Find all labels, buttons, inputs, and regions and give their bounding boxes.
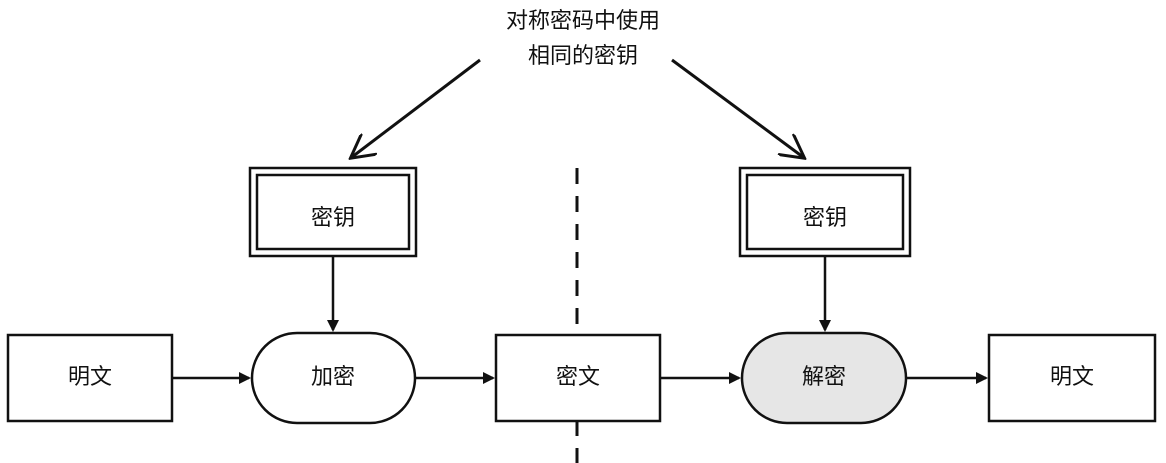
ciphertext-label: 密文 (556, 365, 600, 390)
plaintext-input-box: 明文 (6, 333, 174, 423)
plaintext-output-label: 明文 (1050, 365, 1094, 390)
decrypt-key-label: 密钥 (803, 206, 847, 231)
encrypt-process: 加密 (250, 331, 417, 425)
plaintext-input-label: 明文 (68, 365, 112, 390)
decrypt-process: 解密 (740, 331, 908, 425)
annotation-arrow-left (352, 58, 481, 157)
encrypt-process-label: 加密 (311, 365, 355, 390)
decrypt-process-label: 解密 (802, 365, 846, 390)
annotation-arrow-right (671, 58, 803, 157)
annotation-line-1: 对称密码中使用 (506, 9, 660, 34)
ciphertext-box: 密文 (494, 333, 662, 423)
encrypt-key-box: 密钥 (248, 166, 418, 258)
decrypt-key-box: 密钥 (738, 166, 912, 258)
plaintext-output-box: 明文 (987, 333, 1157, 423)
annotation-line-2: 相同的密钥 (528, 44, 638, 69)
encrypt-key-label: 密钥 (311, 206, 355, 231)
